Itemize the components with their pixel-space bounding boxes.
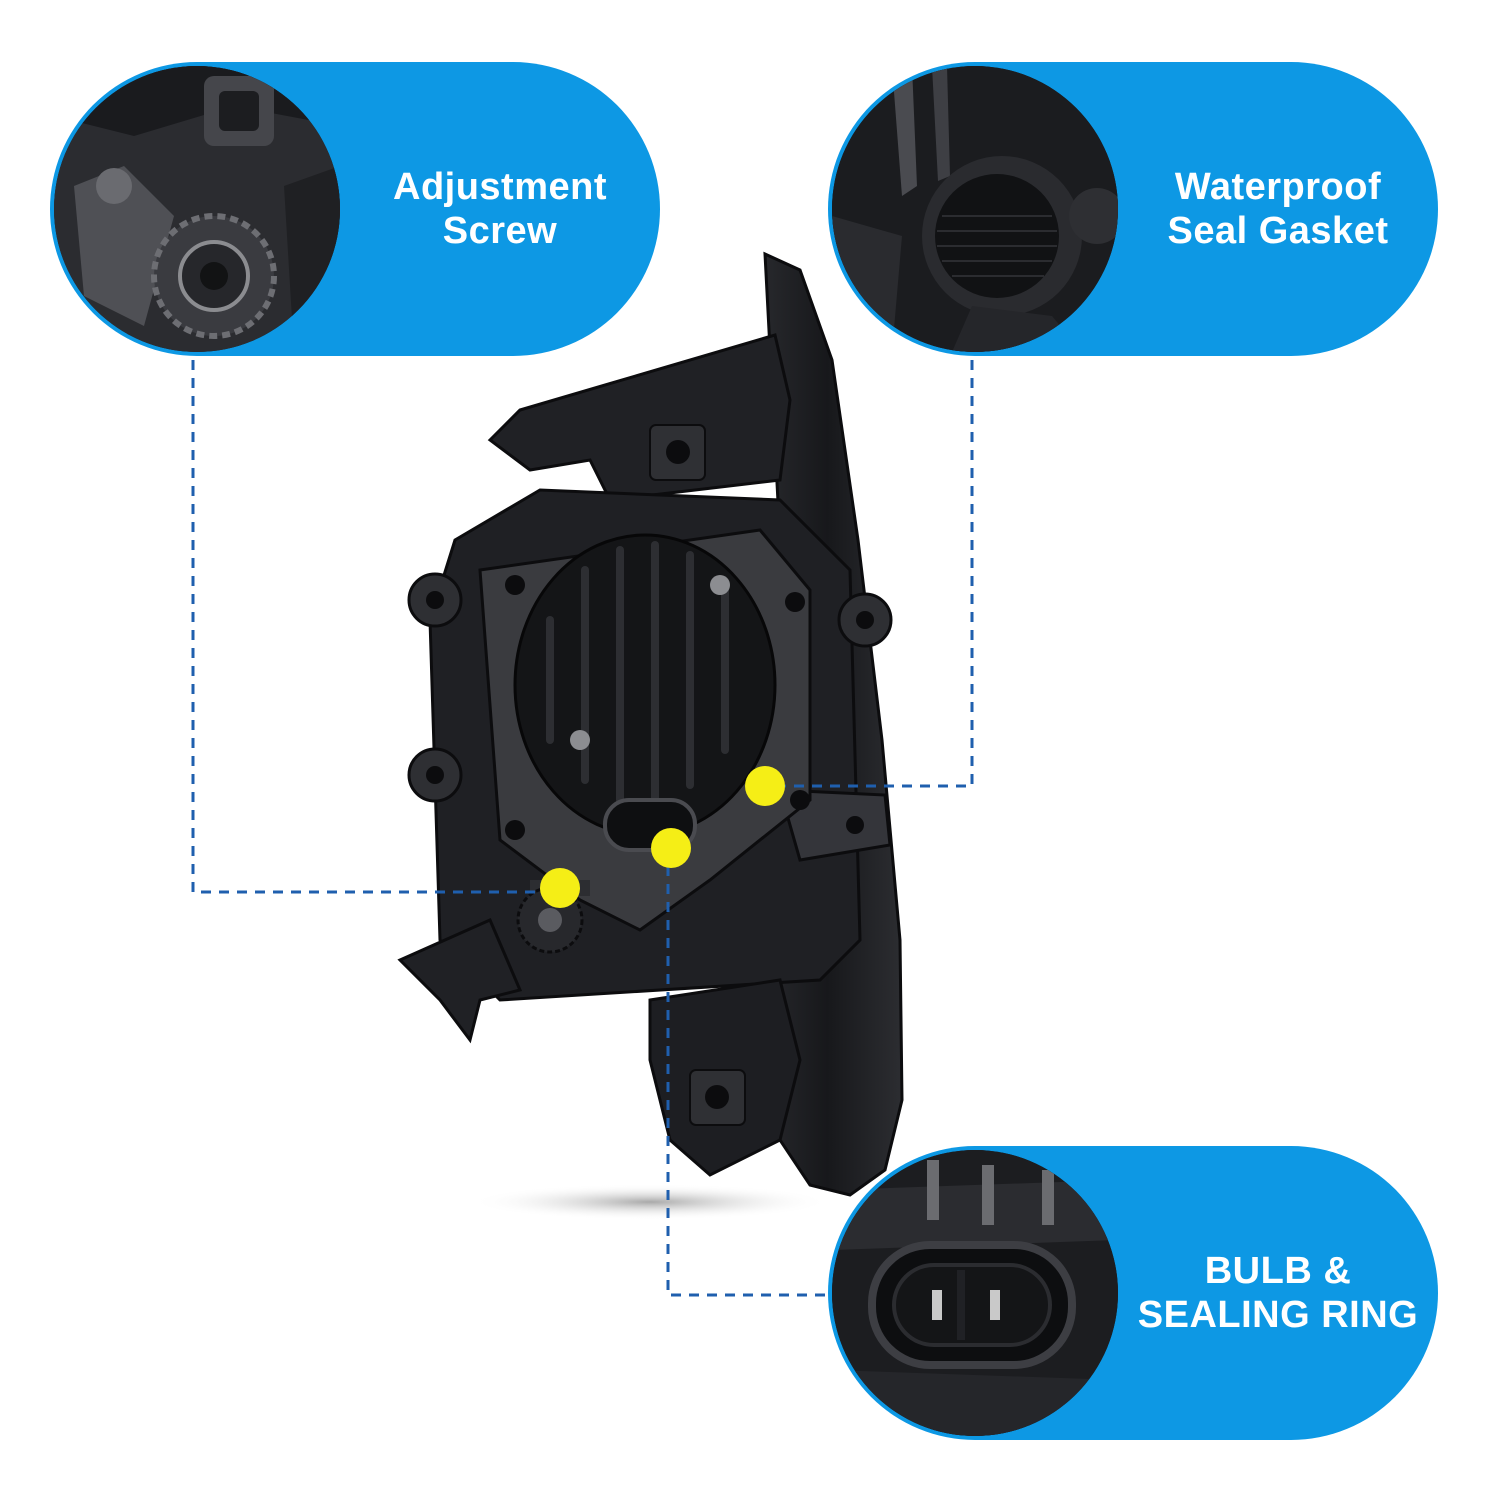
adjustment-screw-photo: [54, 66, 340, 352]
bulb-connector-closeup-icon: [832, 1150, 1118, 1436]
callout-adjustment-screw: Adjustment Screw: [50, 62, 660, 356]
gasket-label-line1: Waterproof: [1174, 166, 1382, 208]
fog-light-housing-icon: [397, 251, 904, 1220]
adjustment-screw-closeup-icon: [54, 66, 340, 352]
adjustment-screw-label: Adjustment Screw: [340, 62, 660, 356]
adjustment-label-line1: Adjustment: [393, 166, 607, 208]
callout-waterproof-seal-gasket: Waterproof Seal Gasket: [828, 62, 1438, 356]
bulb-sealing-ring-label: BULB & SEALING RING: [1118, 1146, 1438, 1440]
gasket-label-line2: Seal Gasket: [1167, 210, 1389, 252]
callout-bulb-sealing-ring: BULB & SEALING RING: [828, 1146, 1438, 1440]
fog-light-housing-image: [380, 240, 940, 1230]
bulb-label-line1: BULB &: [1204, 1250, 1352, 1292]
seal-gasket-photo: [832, 66, 1118, 352]
bulb-label-line2: SEALING RING: [1137, 1294, 1419, 1336]
seal-gasket-label: Waterproof Seal Gasket: [1118, 62, 1438, 356]
bulb-connector-photo: [832, 1150, 1118, 1436]
adjustment-label-line2: Screw: [442, 210, 558, 252]
seal-gasket-closeup-icon: [832, 66, 1118, 352]
